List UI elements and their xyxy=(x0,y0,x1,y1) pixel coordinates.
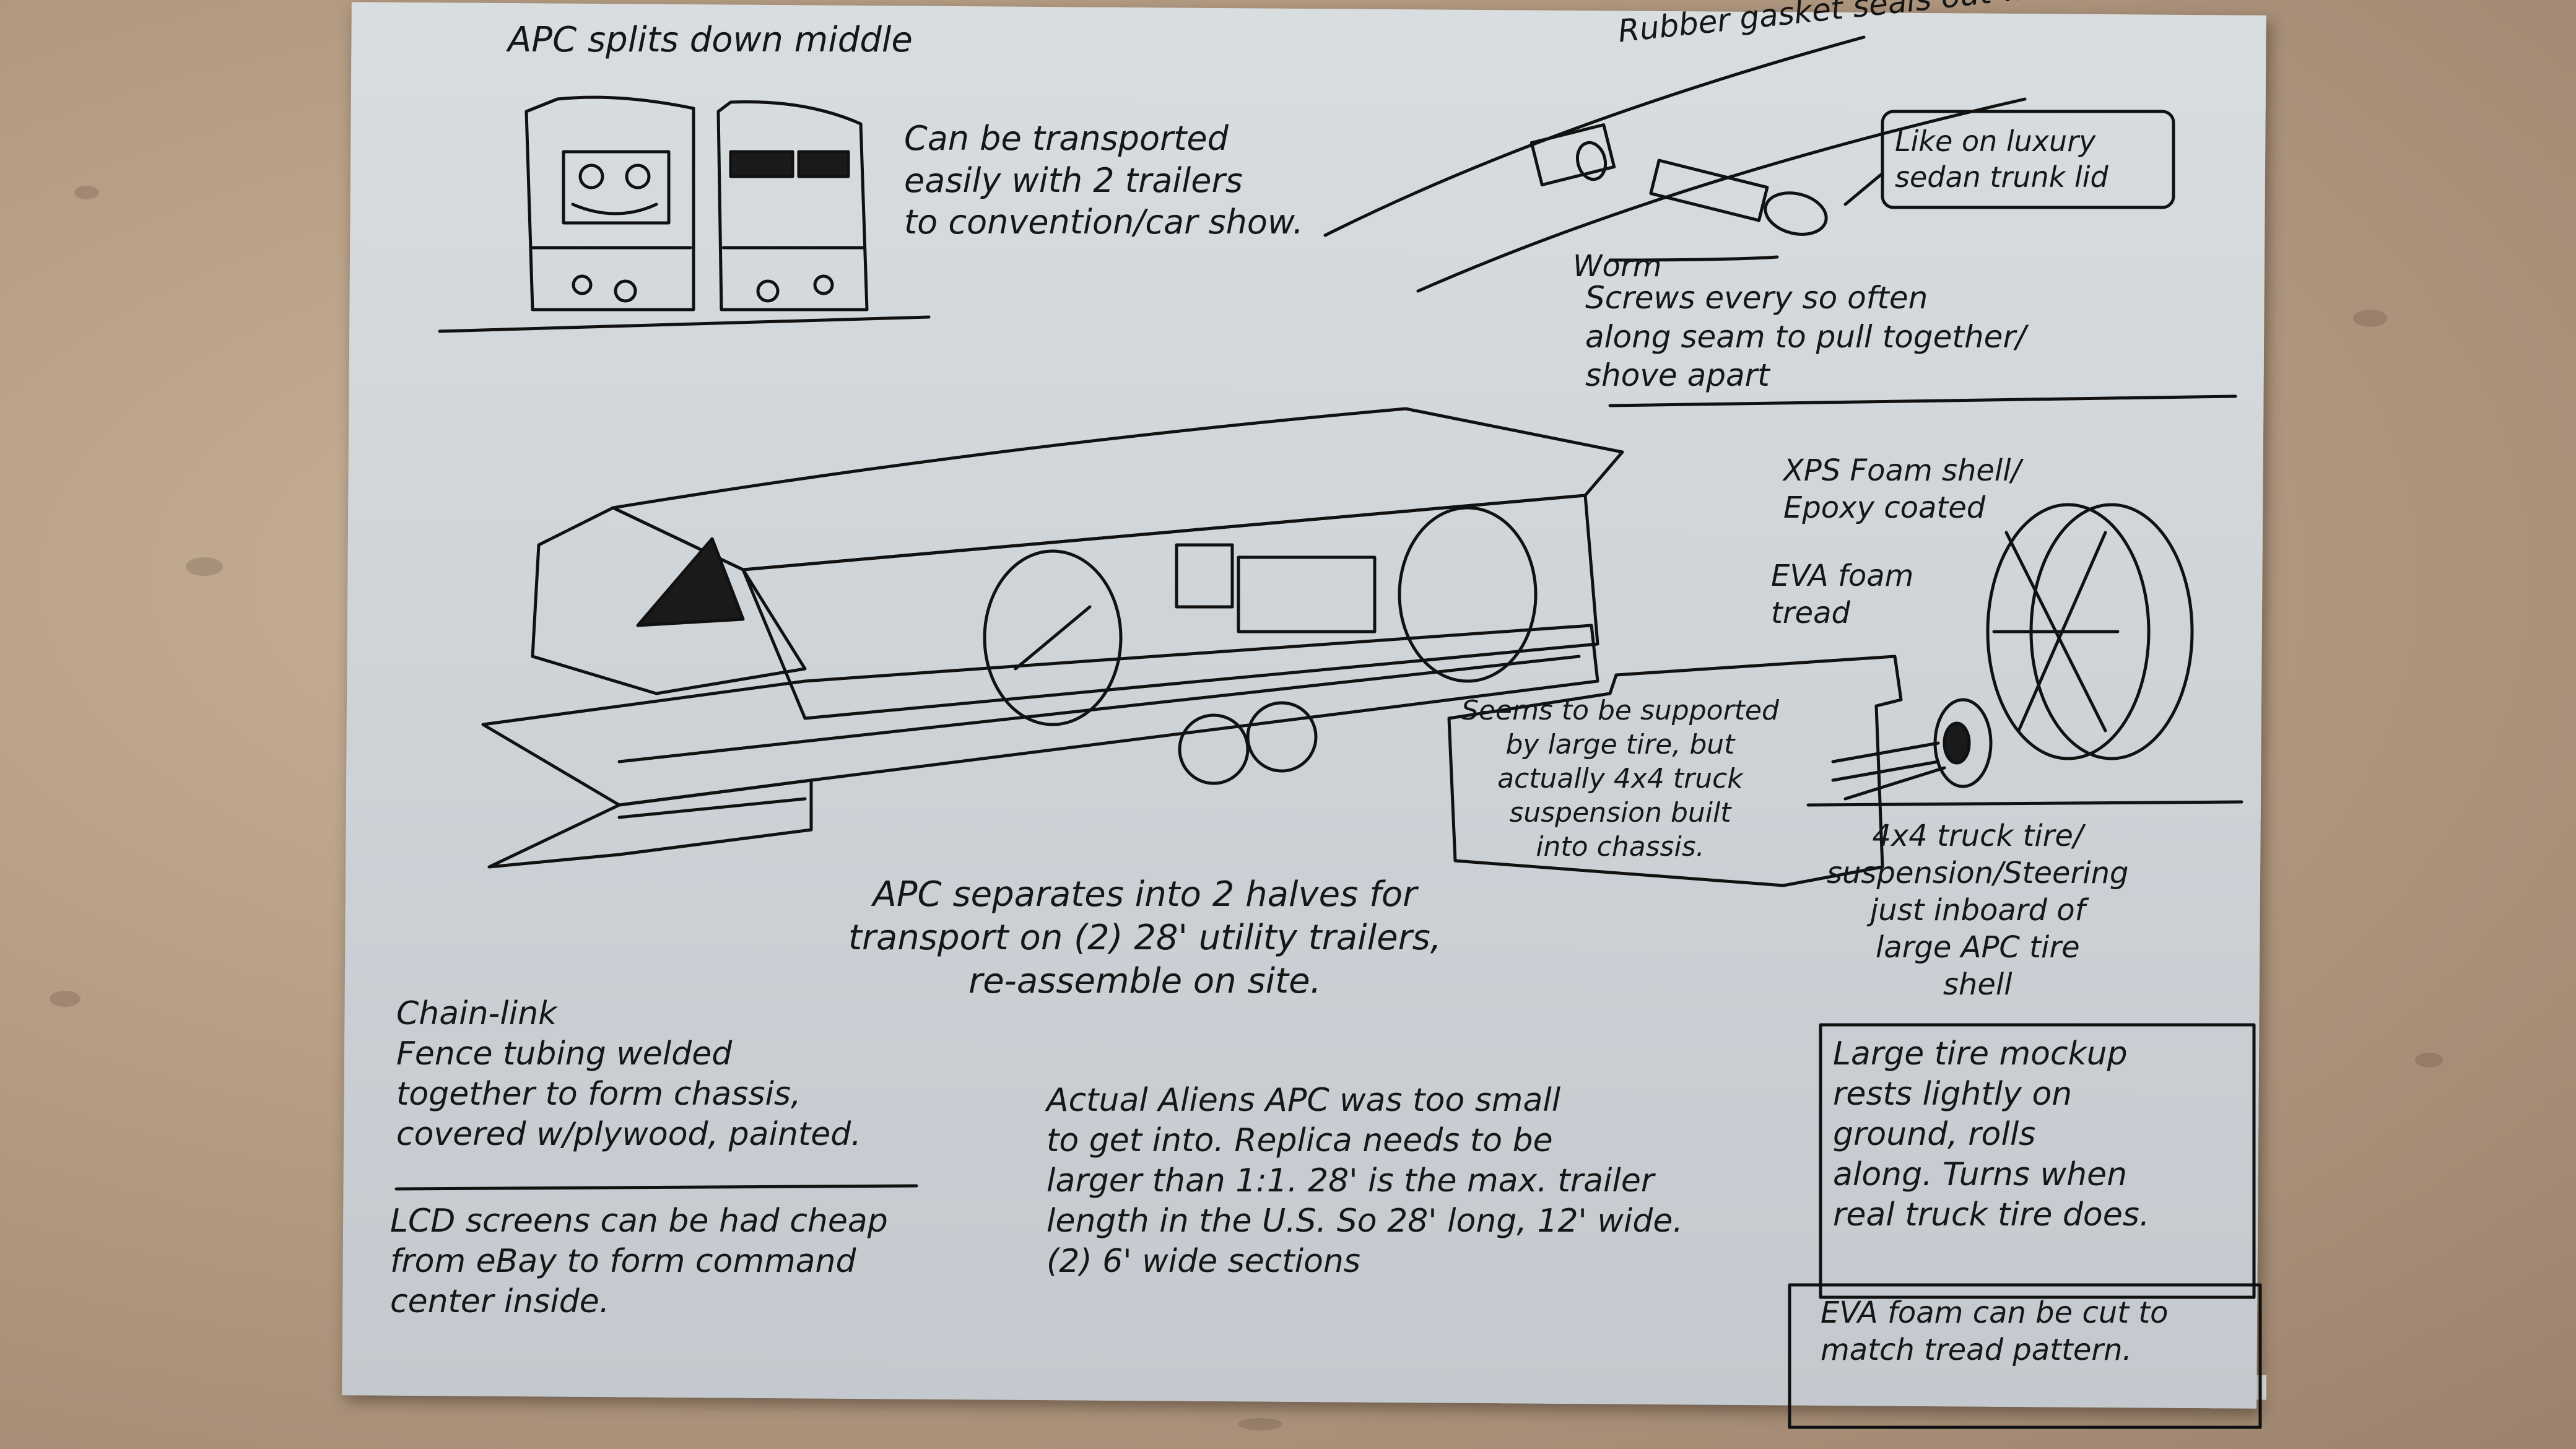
note-screws: Screws every so often along seam to pull… xyxy=(1585,280,2026,393)
annotation-frames xyxy=(394,110,2262,1429)
box-supported-by-tire: Seems to be supported by large tire, but… xyxy=(1461,695,1779,863)
box-eva-cut: EVA foam can be cut to match tread patte… xyxy=(1821,1295,2169,1367)
label-worm: Worm xyxy=(1573,249,1662,284)
box-luxury-sedan: Like on luxury sedan trunk lid xyxy=(1895,124,2108,194)
note-lcd-screens: LCD screens can be had cheap from eBay t… xyxy=(390,1203,888,1320)
gasket-detail-sketch xyxy=(1323,35,2237,407)
tire-suspension-sketch xyxy=(1831,503,2194,801)
apc-front-view-sketch xyxy=(438,95,931,333)
note-transport: Can be transported easily with 2 trailer… xyxy=(904,119,1303,242)
note-actual-aliens: Actual Aliens APC was too small to get i… xyxy=(1046,1082,1683,1280)
box-tire-mockup: Large tire mockup rests lightly on groun… xyxy=(1833,1035,2150,1234)
note-chain-link: Chain-link Fence tubing welded together … xyxy=(396,995,861,1153)
apc-trailer-sketch xyxy=(481,407,1624,869)
note-truck-tire: 4x4 truck tire/ suspension/Steering just… xyxy=(1827,819,2129,1002)
heading-apc-splits: APC splits down middle xyxy=(508,20,913,60)
note-xps-foam: XPS Foam shell/ Epoxy coated xyxy=(1783,453,2021,525)
note-eva-tread: EVA foam tread xyxy=(1771,559,1914,630)
note-separates: APC separates into 2 halves for transpor… xyxy=(848,874,1442,1001)
